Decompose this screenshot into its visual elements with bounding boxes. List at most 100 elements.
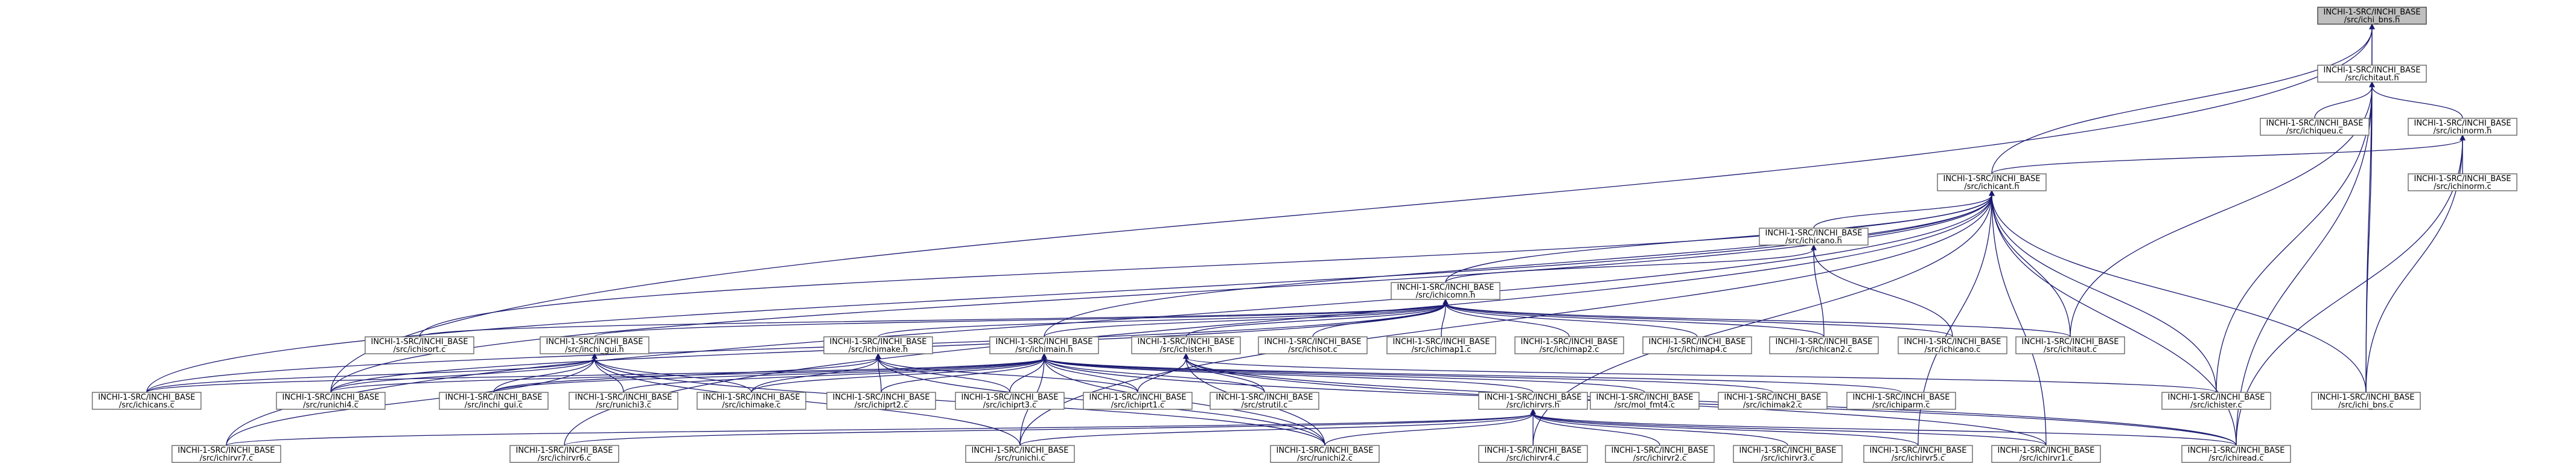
node-label-line-1: INCHI-1-SRC/INCHI_BASE	[177, 446, 275, 455]
node-label-line-1: INCHI-1-SRC/INCHI_BASE	[1724, 393, 1821, 402]
node-ichicant-h[interactable]: INCHI-1-SRC/INCHI_BASE/src/ichicant.h	[1937, 173, 2047, 191]
node-ichiprt2-c[interactable]: INCHI-1-SRC/INCHI_BASE/src/ichiprt2.c	[826, 392, 936, 410]
node-ichimake-h[interactable]: INCHI-1-SRC/INCHI_BASE/src/ichimake.h	[823, 336, 933, 354]
node-ichiparm-c[interactable]: INCHI-1-SRC/INCHI_BASE/src/ichiparm.c	[1846, 392, 1956, 410]
node-label-line-1: INCHI-1-SRC/INCHI_BASE	[2323, 8, 2420, 17]
edge-ichirvr3_c-to-ichirvrs_h	[1530, 408, 1788, 446]
edge-ichister_c-to-ichicant_h	[1989, 190, 2217, 393]
edge-ichican2_c-to-ichicano_h	[1811, 244, 1825, 337]
node-ichimak2-c[interactable]: INCHI-1-SRC/INCHI_BASE/src/ichimak2.c	[1718, 392, 1828, 410]
node-label-line-1: INCHI-1-SRC/INCHI_BASE	[1596, 393, 1693, 402]
node-label-line-2: /src/ichimake.c	[722, 401, 780, 410]
node-ichinorm-h[interactable]: INCHI-1-SRC/INCHI_BASE/src/ichinorm.h	[2408, 118, 2517, 136]
edge-ichirvrs_h-to-ichimain_h	[1041, 353, 1534, 393]
node-label-line-1: INCHI-1-SRC/INCHI_BASE	[1264, 337, 1361, 346]
node-ichirvr1-c[interactable]: INCHI-1-SRC/INCHI_BASE/src/ichirvr1.c	[1991, 445, 2101, 463]
node-label-line-1: INCHI-1-SRC/INCHI_BASE	[2414, 174, 2511, 184]
node-label-line-2: /src/ichirvr3.c	[1761, 454, 1814, 463]
node-ichimake-c[interactable]: INCHI-1-SRC/INCHI_BASE/src/ichimake.c	[697, 392, 806, 410]
node-ichirvr3-c[interactable]: INCHI-1-SRC/INCHI_BASE/src/ichirvr3.c	[1733, 445, 1843, 463]
node-ichicans-c[interactable]: INCHI-1-SRC/INCHI_BASE/src/ichicans.c	[92, 392, 202, 410]
node-ichi-bns-h[interactable]: INCHI-1-SRC/INCHI_BASE/src/ichi_bns.h	[2317, 7, 2427, 25]
edge-ichicano_c-to-ichicano_h	[1811, 244, 1953, 337]
node-ichimap1-c[interactable]: INCHI-1-SRC/INCHI_BASE/src/ichimap1.c	[1386, 336, 1496, 354]
node-inchi-gui-c[interactable]: INCHI-1-SRC/INCHI_BASE/src/inchi_gui.c	[439, 392, 549, 410]
node-label-line-1: INCHI-1-SRC/INCHI_BASE	[2266, 119, 2363, 128]
node-label-line-2: /src/ichiparm.c	[1872, 401, 1930, 410]
node-ichisot-c[interactable]: INCHI-1-SRC/INCHI_BASE/src/ichisot.c	[1258, 336, 1368, 354]
node-inchi-gui-h[interactable]: INCHI-1-SRC/INCHI_BASE/src/inchi_gui.h	[540, 336, 649, 354]
node-label-line-2: /src/ichinorm.c	[2434, 182, 2492, 191]
edges-layer	[146, 23, 2466, 446]
node-ichinorm-c[interactable]: INCHI-1-SRC/INCHI_BASE/src/ichinorm.c	[2408, 173, 2517, 191]
node-ichirvr4-c[interactable]: INCHI-1-SRC/INCHI_BASE/src/ichirvr4.c	[1478, 445, 1588, 463]
node-runichi4-c[interactable]: INCHI-1-SRC/INCHI_BASE/src/runichi4.c	[276, 392, 386, 410]
node-label-line-2: /src/ichimak2.c	[1743, 401, 1802, 410]
node-ichiprt3-c[interactable]: INCHI-1-SRC/INCHI_BASE/src/ichiprt3.c	[955, 392, 1065, 410]
node-ichitaut-h[interactable]: INCHI-1-SRC/INCHI_BASE/src/ichitaut.h	[2317, 65, 2427, 83]
node-ichimap4-c[interactable]: INCHI-1-SRC/INCHI_BASE/src/ichimap4.c	[1642, 336, 1752, 354]
node-label-line-1: INCHI-1-SRC/INCHI_BASE	[2167, 393, 2265, 402]
node-label-line-2: /src/ichiprt1.c	[1111, 401, 1165, 410]
node-ichitaut-c[interactable]: INCHI-1-SRC/INCHI_BASE/src/ichitaut.c	[2015, 336, 2125, 354]
node-ichirvr2-c[interactable]: INCHI-1-SRC/INCHI_BASE/src/ichirvr2.c	[1605, 445, 1715, 463]
node-label-line-2: /src/ichirvr6.c	[538, 454, 591, 463]
node-ichisort-c[interactable]: INCHI-1-SRC/INCHI_BASE/src/ichisort.c	[365, 336, 474, 354]
node-label-line-1: INCHI-1-SRC/INCHI_BASE	[2323, 66, 2420, 75]
node-label-line-1: INCHI-1-SRC/INCHI_BASE	[1997, 446, 2094, 455]
node-label-line-2: /src/strutil.c	[1242, 401, 1288, 410]
node-label-line-1: INCHI-1-SRC/INCHI_BASE	[2021, 337, 2119, 346]
node-ichimain-h[interactable]: INCHI-1-SRC/INCHI_BASE/src/ichimain.h	[989, 336, 1099, 354]
node-ichiqueu-c[interactable]: INCHI-1-SRC/INCHI_BASE/src/ichiqueu.c	[2260, 118, 2370, 136]
node-ichirvr7-c[interactable]: INCHI-1-SRC/INCHI_BASE/src/ichirvr7.c	[171, 445, 281, 463]
node-label-line-2: /src/ichiprt3.c	[983, 401, 1037, 410]
node-ichiprt1-c[interactable]: INCHI-1-SRC/INCHI_BASE/src/ichiprt1.c	[1083, 392, 1193, 410]
node-label-line-2: /src/ichicomn.h	[1416, 291, 1476, 300]
node-label-line-1: INCHI-1-SRC/INCHI_BASE	[546, 337, 643, 346]
node-ichicano-c[interactable]: INCHI-1-SRC/INCHI_BASE/src/ichicano.c	[1898, 336, 2007, 354]
node-runichi3-c[interactable]: INCHI-1-SRC/INCHI_BASE/src/runichi3.c	[569, 392, 678, 410]
node-ichiread-c[interactable]: INCHI-1-SRC/INCHI_BASE/src/ichiread.c	[2181, 445, 2291, 463]
node-ichister-c[interactable]: INCHI-1-SRC/INCHI_BASE/src/ichister.c	[2161, 392, 2271, 410]
edge-ichimake_h-to-ichicomn_h	[878, 298, 1449, 337]
node-label-line-1: INCHI-1-SRC/INCHI_BASE	[1852, 393, 1950, 402]
node-strutil-c[interactable]: INCHI-1-SRC/INCHI_BASE/src/strutil.c	[1210, 392, 1319, 410]
node-label-line-1: INCHI-1-SRC/INCHI_BASE	[1869, 446, 1966, 455]
node-ichicomn-h[interactable]: INCHI-1-SRC/INCHI_BASE/src/ichicomn.h	[1391, 282, 1500, 300]
node-label-line-1: INCHI-1-SRC/INCHI_BASE	[371, 337, 468, 346]
node-label-line-2: /src/ichimap4.c	[1668, 345, 1727, 354]
node-label-line-1: INCHI-1-SRC/INCHI_BASE	[1520, 337, 1618, 346]
node-label-line-2: /src/runichi3.c	[596, 401, 651, 410]
edge-ichitaut_c-to-ichicant_h	[1989, 190, 2071, 337]
node-label-line-2: /src/ichiprt2.c	[855, 401, 908, 410]
node-runichi2-c[interactable]: INCHI-1-SRC/INCHI_BASE/src/runichi2.c	[1270, 445, 1380, 463]
node-label-line-2: /src/mol_fmt4.c	[1615, 401, 1675, 410]
node-mol-fmt4-c[interactable]: INCHI-1-SRC/INCHI_BASE/src/mol_fmt4.c	[1590, 392, 1700, 410]
node-label-line-1: INCHI-1-SRC/INCHI_BASE	[1392, 337, 1490, 346]
node-label-line-1: INCHI-1-SRC/INCHI_BASE	[1089, 393, 1186, 402]
node-label-line-1: INCHI-1-SRC/INCHI_BASE	[98, 393, 195, 402]
node-label-line-1: INCHI-1-SRC/INCHI_BASE	[1216, 393, 1313, 402]
node-ichirvr5-c[interactable]: INCHI-1-SRC/INCHI_BASE/src/ichirvr5.c	[1863, 445, 1973, 463]
node-label-line-1: INCHI-1-SRC/INCHI_BASE	[995, 337, 1092, 346]
node-label-line-1: INCHI-1-SRC/INCHI_BASE	[2414, 119, 2511, 128]
node-ichican2-c[interactable]: INCHI-1-SRC/INCHI_BASE/src/ichican2.c	[1769, 336, 1879, 354]
node-ichicano-h[interactable]: INCHI-1-SRC/INCHI_BASE/src/ichicano.h	[1759, 228, 1869, 246]
node-label-line-2: /src/runichi4.c	[303, 401, 359, 410]
node-ichister-h[interactable]: INCHI-1-SRC/INCHI_BASE/src/ichister.h	[1131, 336, 1241, 354]
edge-ichiread_c-to-ichinorm_h	[2236, 134, 2466, 446]
node-label-line-1: INCHI-1-SRC/INCHI_BASE	[1775, 337, 1872, 346]
node-label-line-2: /src/ichimap1.c	[1412, 345, 1471, 354]
node-label-line-2: /src/inchi_gui.c	[465, 401, 523, 410]
node-runichi-c[interactable]: INCHI-1-SRC/INCHI_BASE/src/runichi.c	[965, 445, 1075, 463]
node-label-line-1: INCHI-1-SRC/INCHI_BASE	[282, 393, 379, 402]
node-label-line-2: /src/ichirvr7.c	[200, 454, 253, 463]
edge-ichiqueu_c-to-ichitaut_h	[2314, 81, 2375, 119]
node-ichirvrs-h[interactable]: INCHI-1-SRC/INCHI_BASE/src/ichirvrs.h	[1478, 392, 1588, 410]
node-ichi-bns-c[interactable]: INCHI-1-SRC/INCHI_BASE/src/ichi_bns.c	[2311, 392, 2421, 410]
node-label-line-2: /src/ichirvr2.c	[1633, 454, 1686, 463]
node-label-line-1: INCHI-1-SRC/INCHI_BASE	[1904, 337, 2001, 346]
node-ichirvr6-c[interactable]: INCHI-1-SRC/INCHI_BASE/src/ichirvr6.c	[509, 445, 619, 463]
node-label-line-1: INCHI-1-SRC/INCHI_BASE	[1484, 393, 1581, 402]
node-ichimap2-c[interactable]: INCHI-1-SRC/INCHI_BASE/src/ichimap2.c	[1514, 336, 1624, 354]
